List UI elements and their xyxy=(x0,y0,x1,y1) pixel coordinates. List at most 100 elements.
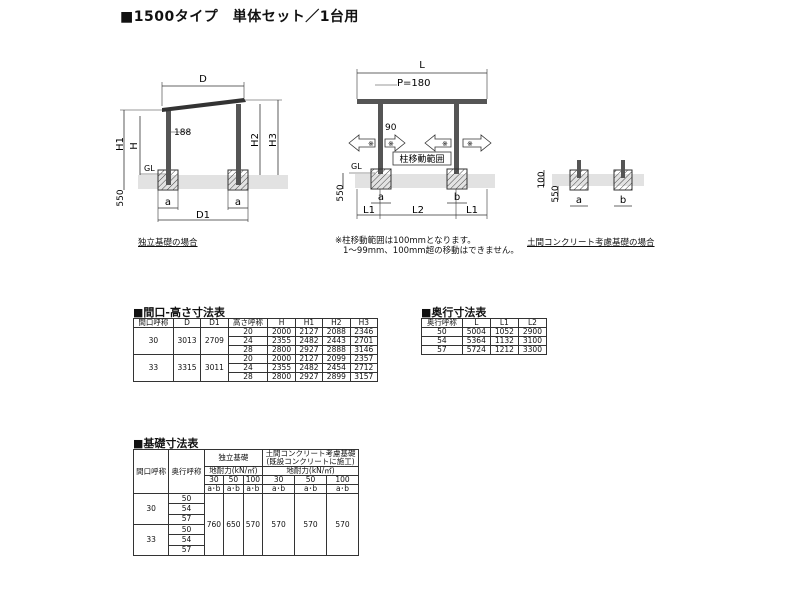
slab-header-line2: (既設コンクリートに施工) xyxy=(266,457,355,466)
dim-P: P=180 xyxy=(397,78,431,89)
table-header-cell: a･b xyxy=(262,484,296,494)
table-header-cell: D1 xyxy=(200,318,229,328)
table-cell: 33 xyxy=(133,354,174,382)
arrow-left-2 xyxy=(424,134,452,152)
table-cell: 33 xyxy=(132,524,170,556)
table-header-cell: 独立基礎 xyxy=(203,449,264,467)
dim-L: L xyxy=(419,60,425,71)
table-cell: 2800 xyxy=(267,372,296,382)
table-cell: 50 xyxy=(168,492,205,505)
table-header-cell: 土間コンクリート考慮基礎 (既設コンクリートに施工) xyxy=(262,449,359,467)
dim-550: 550 xyxy=(336,184,346,201)
table-cell: 1212 xyxy=(489,345,519,355)
table-cell: 760 xyxy=(203,493,225,556)
table-row: 50 5004 1052 2900 xyxy=(421,327,548,337)
height-table: 間口呼称 D D1 高さ呼称 H H1 H2 H3 30 3013 2709 2… xyxy=(133,318,379,382)
table-header-cell: 間口呼称 xyxy=(133,318,174,328)
range-label-box xyxy=(392,151,452,166)
table-cell: 3011 xyxy=(200,354,229,382)
table-header-cell: a･b xyxy=(326,484,359,494)
dim-550: 550 xyxy=(116,189,126,206)
slab-header-line1: 土間コンクリート考慮基礎 xyxy=(265,449,356,458)
table-cell: 3157 xyxy=(349,372,379,382)
depth-table-title: ■奥行寸法表 xyxy=(421,306,487,319)
dim-L2: L2 xyxy=(412,205,424,216)
post-front xyxy=(378,104,383,174)
arrow-left-1 xyxy=(348,134,376,152)
roof xyxy=(162,98,246,112)
arrow-right-2 xyxy=(462,134,492,152)
table-row: 24 2355 2482 2443 2701 xyxy=(134,336,379,346)
table-header-cell: 奥行呼称 xyxy=(168,449,205,494)
table-cell: 2709 xyxy=(200,327,229,355)
table-row: 57 xyxy=(134,544,359,557)
footing-front xyxy=(370,168,392,190)
dim-188: 188 xyxy=(174,128,191,138)
movement-note-line1: ※柱移動範囲は100mmとなります。 xyxy=(335,236,476,246)
table-header-row: 奥行呼称 L L1 L2 xyxy=(421,318,548,328)
height-table-title: ■間口-高さ寸法表 xyxy=(133,306,225,319)
post-left xyxy=(166,110,171,185)
table-cell: 570 xyxy=(294,493,327,556)
slab-foundation-caption: 土間コンクリート考慮基礎の場合 xyxy=(527,238,655,248)
arrow-mark-1: ※ xyxy=(368,140,374,148)
dim-a: a xyxy=(378,192,384,203)
dim-H3: H3 xyxy=(268,133,279,147)
table-cell: 57 xyxy=(421,345,463,355)
dim-b: b xyxy=(620,195,626,206)
gl-label: GL xyxy=(144,164,155,173)
post-movement-diagram: L P=180 90 ※ ※ ※ ※ 柱移動範囲 GL 550 a b L1 L… xyxy=(336,60,495,219)
table-cell: 54 xyxy=(168,534,205,546)
dim-550: 550 xyxy=(551,185,561,202)
arrow-mark-2: ※ xyxy=(388,140,394,148)
dim-D: D xyxy=(199,74,207,85)
arrow-right-1 xyxy=(384,134,406,152)
table-cell: 54 xyxy=(168,503,205,515)
dim-L1-back: L1 xyxy=(466,205,478,216)
dim-a-left: a xyxy=(165,197,171,208)
beam xyxy=(357,99,487,104)
table-cell: 2899 xyxy=(322,372,351,382)
dim-b: b xyxy=(454,192,460,203)
table-cell: 570 xyxy=(262,493,296,556)
arrow-mark-3: ※ xyxy=(442,140,448,148)
foundation-table-title: ■基礎寸法表 xyxy=(133,437,199,450)
table-cell: 3300 xyxy=(517,345,548,355)
table-cell: 570 xyxy=(326,493,359,556)
table-header-cell: D xyxy=(172,318,202,328)
table-cell: 650 xyxy=(223,493,244,556)
independent-foundation-diagram: D H1 H H2 H3 188 GL 550 a a D1 xyxy=(115,74,288,222)
table-cell: 30 xyxy=(133,327,174,355)
dim-90: 90 xyxy=(385,123,397,133)
table-cell: 57 xyxy=(168,544,205,557)
table-cell: 5724 xyxy=(461,345,491,355)
table-header-row: 間口呼称 奥行呼称 独立基礎 土間コンクリート考慮基礎 (既設コンクリートに施工… xyxy=(132,449,359,494)
table-cell: 30 xyxy=(132,493,170,525)
post-back xyxy=(454,104,459,174)
dim-a-right: a xyxy=(235,197,241,208)
foundation-table: 間口呼称 奥行呼称 独立基礎 土間コンクリート考慮基礎 (既設コンクリートに施工… xyxy=(132,449,359,557)
dim-100: 100 xyxy=(537,171,547,188)
post-b xyxy=(621,160,625,178)
arrow-mark-4: ※ xyxy=(467,140,473,148)
table-header-cell: 間口呼称 xyxy=(132,449,170,494)
table-cell: 3013 xyxy=(172,327,202,355)
table-row: 57 xyxy=(134,513,359,526)
dim-H1: H1 xyxy=(115,137,126,151)
independent-foundation-caption: 独立基礎の場合 xyxy=(138,238,198,248)
dim-H2: H2 xyxy=(250,133,261,147)
table-row: 33 3315 3011 20 2000 2127 2099 2357 xyxy=(133,354,379,382)
slab-foundation-diagram: 100 550 a b xyxy=(537,160,644,207)
depth-table: 奥行呼称 L L1 L2 50 5004 1052 2900 54 5364 1… xyxy=(421,318,548,355)
table-header-cell: a･b xyxy=(242,484,264,494)
table-row: 30 50 760 650 570 570 570 570 xyxy=(132,492,359,556)
table-cell: 57 xyxy=(168,513,205,526)
dim-H: H xyxy=(129,142,140,150)
table-cell: 28 xyxy=(227,372,269,382)
gl-label: GL xyxy=(351,162,362,171)
range-label: 柱移動範囲 xyxy=(399,153,444,165)
dim-D1: D1 xyxy=(196,210,210,221)
movement-note-line2: 1～99mm、100mm超の移動はできません。 xyxy=(343,246,519,256)
table-header-row: 間口呼称 D D1 高さ呼称 H H1 H2 H3 xyxy=(133,318,379,328)
table-cell: 50 xyxy=(168,523,205,536)
